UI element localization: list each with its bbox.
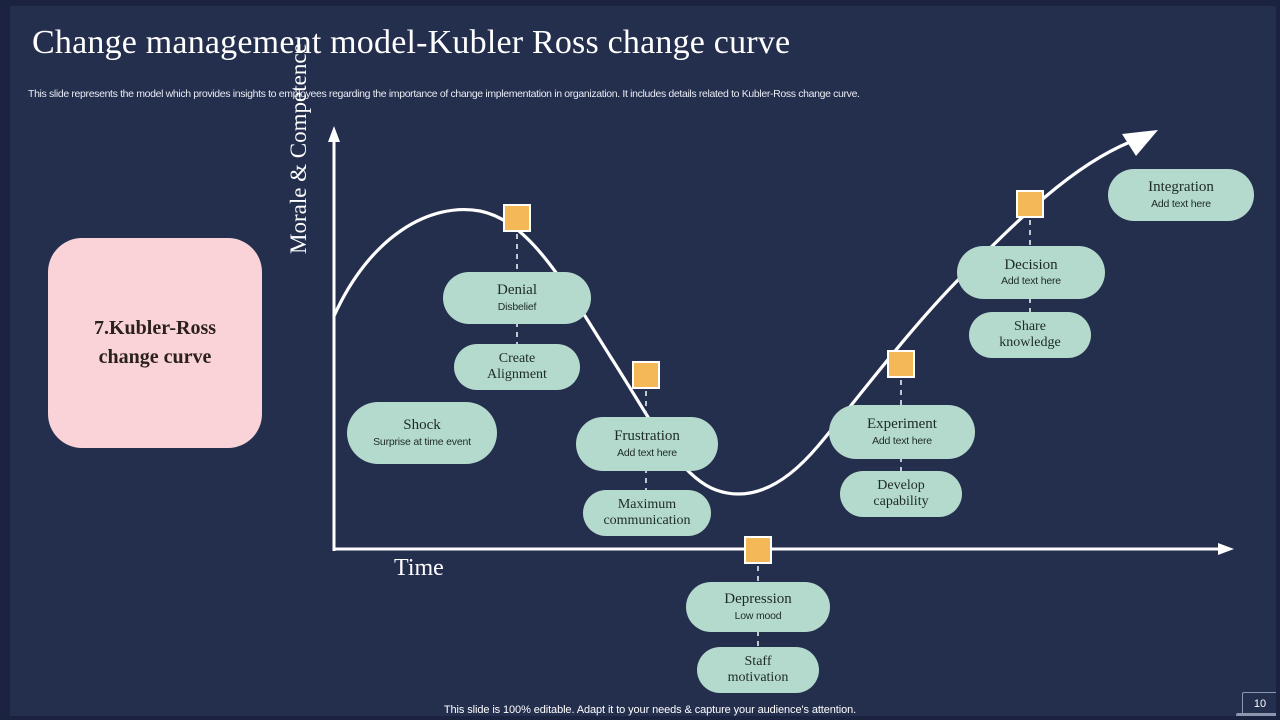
stage-frustration-title: Frustration — [614, 428, 680, 445]
marker-depression[interactable] — [744, 536, 772, 564]
marker-frustration[interactable] — [632, 361, 660, 389]
stage-depression[interactable]: Depression Low mood — [686, 582, 830, 632]
stage-denial-subtitle: Disbelief — [497, 300, 537, 313]
page-number: 10 — [1253, 698, 1267, 710]
support-decision-line1: Share — [1014, 318, 1046, 334]
x-axis-label: Time — [394, 555, 444, 581]
stage-depression-title: Depression — [724, 591, 792, 608]
section-card-label: 7.Kubler-Ross change curve — [94, 314, 216, 372]
stage-shock-title: Shock — [403, 417, 441, 434]
stage-integration-title: Integration — [1148, 179, 1214, 196]
support-experiment-line2: capability — [873, 494, 929, 509]
stage-decision[interactable]: Decision Add text here — [957, 246, 1105, 299]
support-decision-line2: knowledge — [999, 335, 1061, 350]
page-title: Change management model-Kubler Ross chan… — [32, 24, 791, 61]
page-number-badge: 10 — [1242, 692, 1276, 716]
support-frustration-line1: Maximum — [617, 496, 677, 512]
laptop-icon-base — [1236, 713, 1276, 716]
stage-experiment-subtitle: Add text here — [872, 434, 932, 447]
support-experiment-line1: Develop — [877, 477, 925, 493]
support-depression-line1: Staff — [744, 653, 772, 669]
y-axis-label: Morale & Competence — [286, 43, 311, 254]
section-card[interactable]: 7.Kubler-Ross change curve — [48, 238, 262, 448]
support-decision[interactable]: Share knowledge — [969, 312, 1091, 358]
support-depression-line2: motivation — [727, 670, 789, 685]
support-frustration-line2: communication — [603, 513, 691, 528]
stage-shock-subtitle: Surprise at time event — [373, 435, 471, 448]
stage-shock[interactable]: Shock Surprise at time event — [347, 402, 497, 464]
stage-experiment-title: Experiment — [867, 416, 937, 433]
support-depression[interactable]: Staff motivation — [697, 647, 819, 693]
support-denial-line2: Alignment — [487, 367, 547, 382]
stage-integration[interactable]: Integration Add text here — [1108, 169, 1254, 221]
support-frustration[interactable]: Maximum communication — [583, 490, 711, 536]
marker-decision[interactable] — [1016, 190, 1044, 218]
stage-decision-subtitle: Add text here — [1001, 275, 1061, 288]
marker-denial[interactable] — [503, 204, 531, 232]
stage-frustration-subtitle: Add text here — [617, 446, 677, 459]
stage-frustration[interactable]: Frustration Add text here — [576, 417, 718, 471]
support-denial[interactable]: Create Alignment — [454, 344, 580, 390]
footer-note: This slide is 100% editable. Adapt it to… — [443, 704, 857, 716]
stage-integration-subtitle: Add text here — [1151, 197, 1211, 210]
y-axis — [328, 126, 340, 551]
support-experiment[interactable]: Develop capability — [840, 471, 962, 517]
section-card-line1: 7.Kubler-Ross — [93, 317, 217, 339]
stage-experiment[interactable]: Experiment Add text here — [829, 405, 975, 459]
stage-denial[interactable]: Denial Disbelief — [443, 272, 591, 324]
section-card-line2: change curve — [98, 346, 212, 368]
stage-denial-title: Denial — [497, 282, 537, 299]
marker-experiment[interactable] — [887, 350, 915, 378]
stage-depression-subtitle: Low mood — [734, 609, 782, 622]
support-denial-line1: Create — [498, 350, 536, 366]
page-subtitle: This slide represents the model which pr… — [28, 88, 860, 100]
x-axis — [334, 543, 1234, 555]
stage-decision-title: Decision — [1004, 256, 1058, 273]
